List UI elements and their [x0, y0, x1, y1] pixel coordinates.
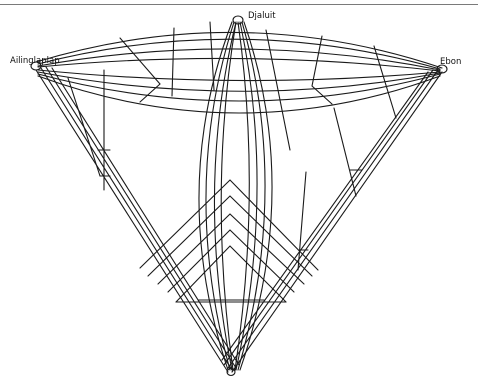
ties [98, 150, 362, 300]
inner-chevrons [140, 180, 318, 302]
island-markers [31, 16, 447, 376]
cross-sticks [68, 22, 396, 270]
upper-lens [36, 32, 442, 113]
frame-left-side [36, 67, 239, 372]
label-right: Ebon [440, 57, 461, 67]
label-left: Ailinglaplap [10, 56, 60, 66]
label-top: Djaluit [248, 11, 276, 21]
